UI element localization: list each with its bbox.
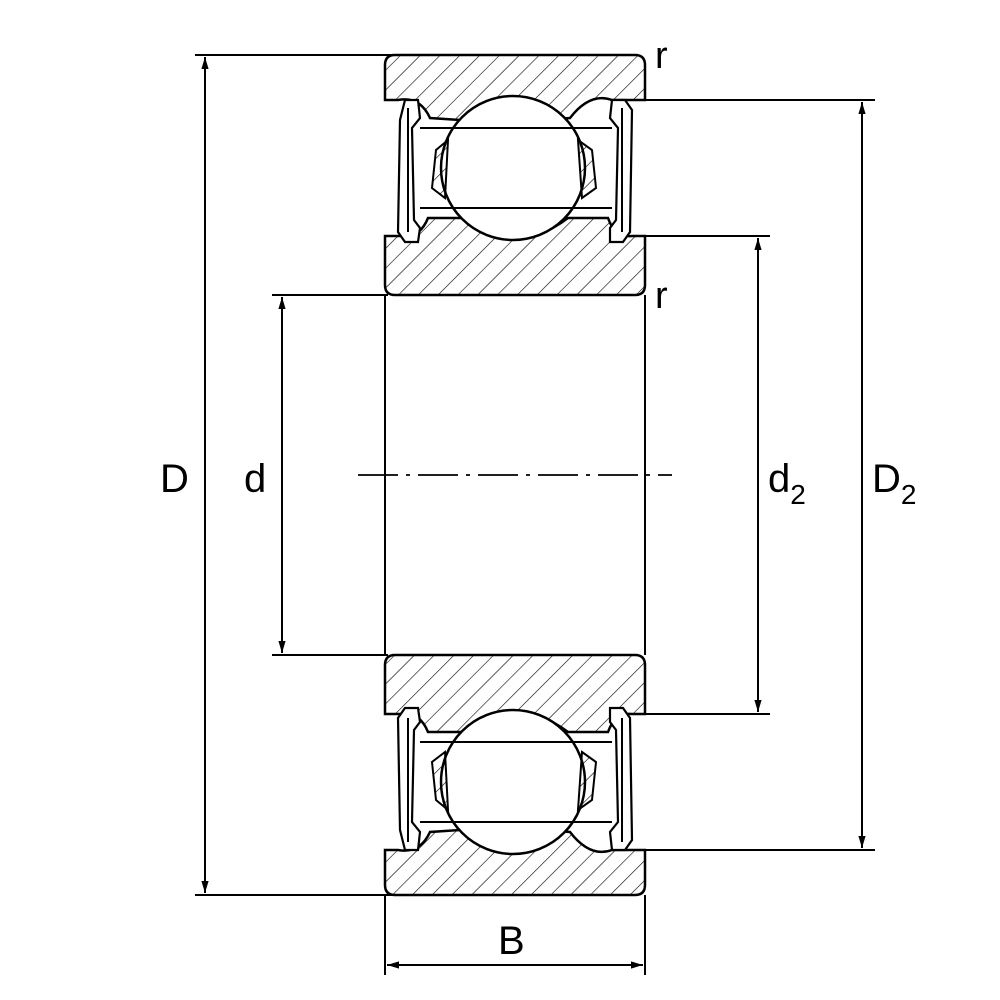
label-B: B [498,919,525,963]
upper-section [383,53,647,297]
label-d2: d2 [768,457,806,510]
upper-cage-right [576,137,598,200]
label-D2: D2 [872,457,916,510]
lower-section [383,653,647,897]
extension-lines [195,54,875,975]
label-r-top: r [655,35,668,77]
upper-cage-left [430,137,450,200]
label-r-bottom: r [655,275,668,317]
upper-ball [439,94,587,242]
lower-cage-right [576,750,598,813]
label-d: d [244,457,266,501]
lower-ball [439,708,587,856]
label-D: D [160,457,189,501]
lower-cage-left [430,750,450,813]
